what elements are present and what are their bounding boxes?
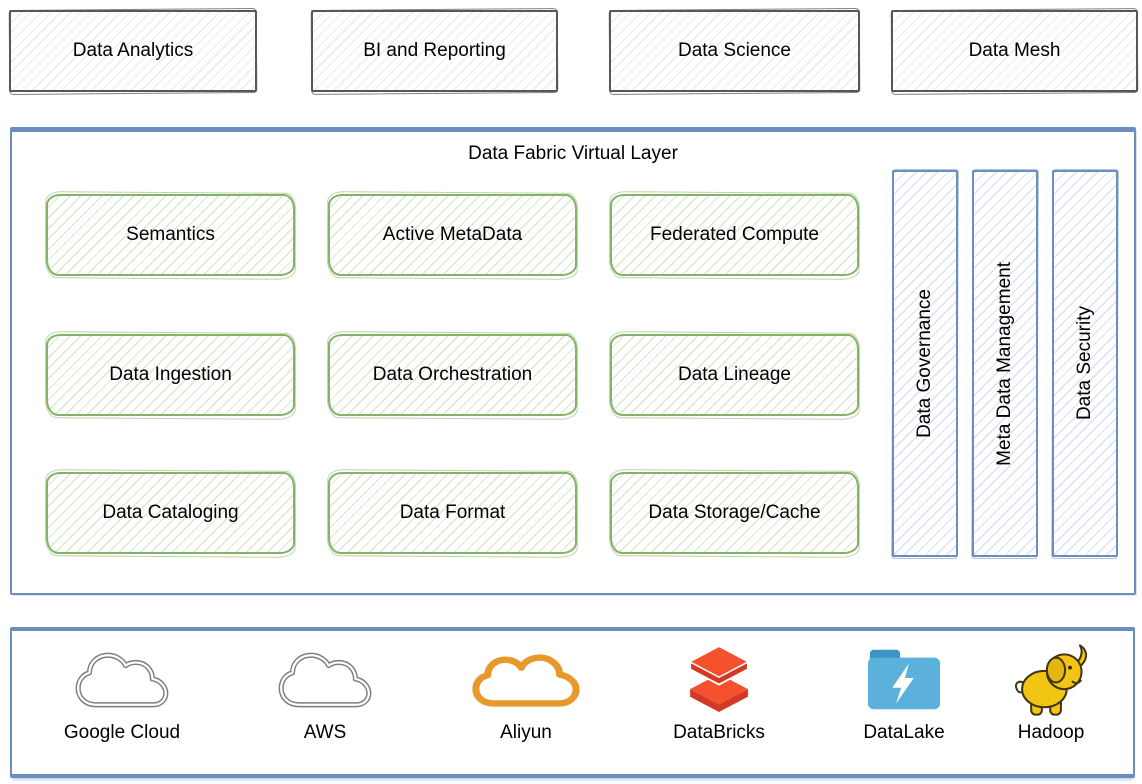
hadoop-elephant-icon	[1008, 644, 1094, 716]
consumer-box-data-science: Data Science	[609, 10, 860, 92]
provider-label: DataBricks	[673, 722, 765, 743]
pillar-label: Meta Data Management	[994, 261, 1015, 466]
capability-box-data-storage-cache: Data Storage/Cache	[610, 472, 859, 554]
capability-box-data-lineage: Data Lineage	[610, 334, 859, 416]
consumer-label: Data Analytics	[72, 40, 194, 61]
gcp-cloud-icon	[73, 645, 171, 715]
provider-google-cloud: Google Cloud	[47, 645, 197, 763]
provider-datalake: DataLake	[829, 645, 979, 763]
capability-box-data-cataloging: Data Cataloging	[46, 472, 295, 554]
capability-box-data-format: Data Format	[328, 472, 577, 554]
capability-label: Data Ingestion	[109, 364, 232, 385]
consumer-label: Data Science	[677, 40, 791, 61]
data-fabric-virtual-layer-container: Data Fabric Virtual Layer Semantics Acti…	[10, 127, 1136, 595]
provider-label: Aliyun	[500, 722, 552, 743]
consumer-box-data-analytics: Data Analytics	[9, 10, 257, 92]
provider-aliyun: Aliyun	[451, 645, 601, 763]
capability-box-data-ingestion: Data Ingestion	[46, 334, 295, 416]
capability-label: Active MetaData	[382, 224, 523, 245]
capability-label: Data Storage/Cache	[648, 502, 821, 523]
consumer-label: Data Mesh	[968, 40, 1061, 61]
provider-label: Google Cloud	[63, 722, 181, 743]
consumer-box-bi-and-reporting: BI and Reporting	[311, 10, 558, 92]
capability-label: Data Lineage	[677, 364, 792, 385]
capability-label: Data Cataloging	[102, 502, 239, 523]
capability-box-data-orchestration: Data Orchestration	[328, 334, 577, 416]
consumer-label: BI and Reporting	[363, 40, 506, 61]
provider-hadoop: Hadoop	[976, 644, 1126, 763]
datalake-folder-icon	[865, 645, 943, 715]
providers-container: Google Cloud AWS Aliyun	[10, 627, 1135, 778]
provider-aws: AWS	[250, 645, 400, 763]
provider-databricks: DataBricks	[644, 645, 794, 763]
capability-label: Federated Compute	[650, 224, 819, 245]
capability-box-federated-compute: Federated Compute	[610, 194, 859, 276]
provider-label: AWS	[303, 722, 347, 743]
pillar-label: Data Governance	[914, 289, 935, 438]
provider-label: DataLake	[863, 722, 945, 743]
pillar-label: Data Security	[1074, 306, 1095, 421]
consumer-box-data-mesh: Data Mesh	[891, 10, 1138, 92]
fabric-title: Data Fabric Virtual Layer	[468, 143, 678, 164]
capability-label: Data Format	[399, 502, 506, 523]
capability-box-active-metadata: Active MetaData	[328, 194, 577, 276]
pillar-meta-data-management: Meta Data Management	[972, 170, 1038, 557]
aliyun-cloud-icon	[470, 645, 582, 715]
pillar-data-governance: Data Governance	[892, 170, 958, 557]
capability-label: Data Orchestration	[372, 364, 533, 385]
capability-box-semantics: Semantics	[46, 194, 295, 276]
aws-cloud-icon	[276, 645, 374, 715]
pillar-data-security: Data Security	[1052, 170, 1118, 557]
capability-label: Semantics	[126, 224, 215, 245]
provider-label: Hadoop	[1017, 722, 1085, 743]
databricks-icon	[680, 645, 758, 715]
